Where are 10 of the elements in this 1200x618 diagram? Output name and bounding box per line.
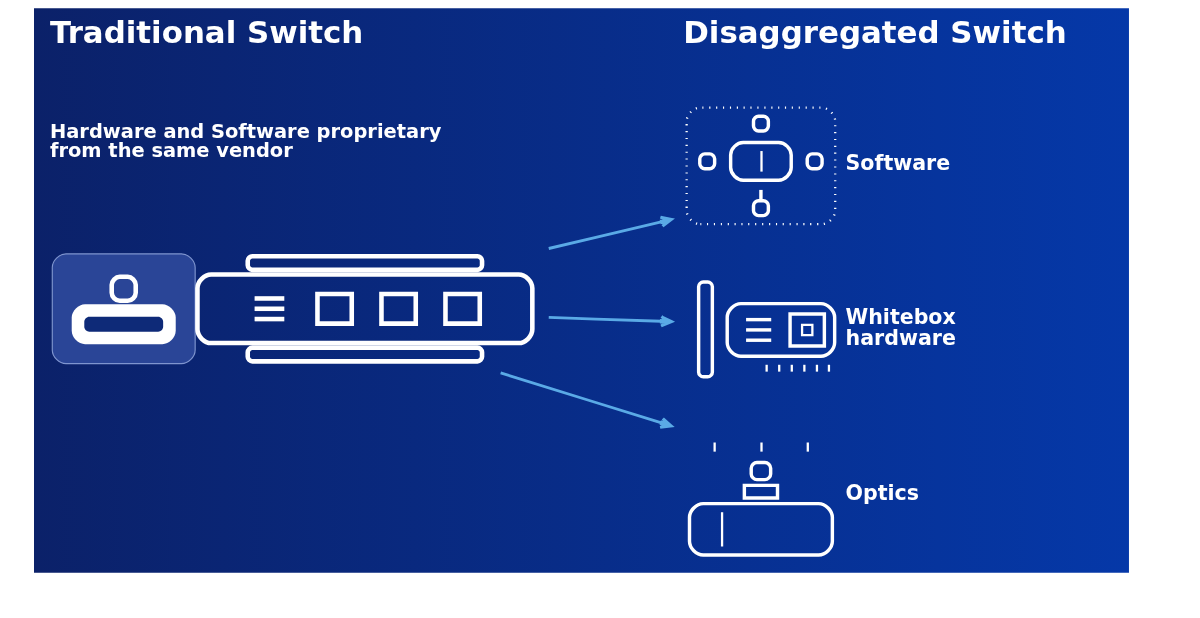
arrow — [548, 215, 674, 250]
node-label: Whitebox hardware — [845, 305, 956, 350]
label: Hardware and Software proprietary from the same vendor — [50, 120, 442, 163]
arrow — [548, 315, 674, 328]
label: Disaggregated Switch — [683, 14, 1067, 51]
node-label: Optics — [845, 481, 920, 506]
node-picture — [685, 106, 837, 226]
arrow — [500, 371, 673, 429]
node-label: Software — [845, 150, 951, 175]
label: Traditional Switch — [50, 14, 364, 51]
